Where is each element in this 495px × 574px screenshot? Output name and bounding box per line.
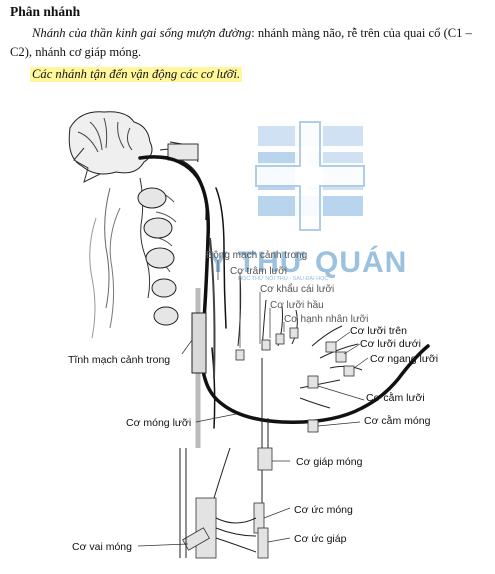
watermark-text: Y THƯ QUÁN (208, 245, 407, 279)
section-heading: Phân nhánh (10, 4, 81, 19)
label-co-uc-mong: Cơ ức móng (294, 504, 353, 516)
label-co-uc-giap: Cơ ức giáp (294, 533, 347, 545)
label-co-luoi-hau: Cơ lưỡi hầu (270, 299, 324, 311)
highlighted-text: Các nhánh tận đến vận động các cơ lưỡi. (32, 67, 241, 81)
hypoglossal-nerve (138, 155, 430, 429)
hypoglossal-nerve-figure: Y THƯ QUÁN HỌC THỨ NÔI THU · SAU ĐẠI HỌC (68, 111, 438, 559)
label-co-cam-luoi: Cơ cằm lưỡi (366, 391, 425, 404)
watermark-subtext: HỌC THỨ NÔI THU · SAU ĐẠI HỌC (238, 275, 328, 282)
label-co-ngang-luoi: Cơ ngang lưỡi (370, 353, 438, 365)
muscle-blocks (182, 327, 355, 559)
label-tinh-mach-canh-trong: Tĩnh mạch cảnh trong (68, 354, 170, 366)
label-co-hanh-nhan-luoi: Cơ hạnh nhân lưỡi (284, 314, 368, 325)
label-co-luoi-duoi: Cơ lưỡi dưới (360, 338, 421, 350)
paragraph-italic: Nhánh của thần kinh gai sống mượn đường (32, 26, 252, 40)
label-co-luoi-tren: Cơ lưỡi trên (350, 325, 407, 337)
label-co-cam-mong: Cơ cằm móng (364, 414, 431, 427)
label-co-mong-luoi: Cơ móng lưỡi (126, 417, 191, 429)
paragraph-rest: : nhánh màng não, rễ trên của quai cổ (C… (10, 26, 472, 59)
highlighted-sentence: Các nhánh tận đến vận động các cơ lưỡi. (30, 67, 243, 82)
body-paragraph: Nhánh của thần kinh gai sống mượn đường:… (10, 24, 488, 62)
skull-drawing (68, 111, 207, 339)
ansa-cervicalis (179, 448, 257, 558)
label-co-khau-cai-luoi: Cơ khẩu cái lưỡi (260, 283, 334, 295)
label-dong-mach-canh-trong: Động mạch cảnh trong (206, 250, 307, 261)
label-co-tram-luoi: Cơ trâm lưỡi (230, 266, 287, 277)
watermark-logo (248, 116, 373, 231)
leader-lines (137, 260, 369, 547)
label-co-giap-mong: Cơ giáp móng (296, 456, 363, 468)
label-co-vai-mong: Cơ vai móng (72, 541, 132, 553)
